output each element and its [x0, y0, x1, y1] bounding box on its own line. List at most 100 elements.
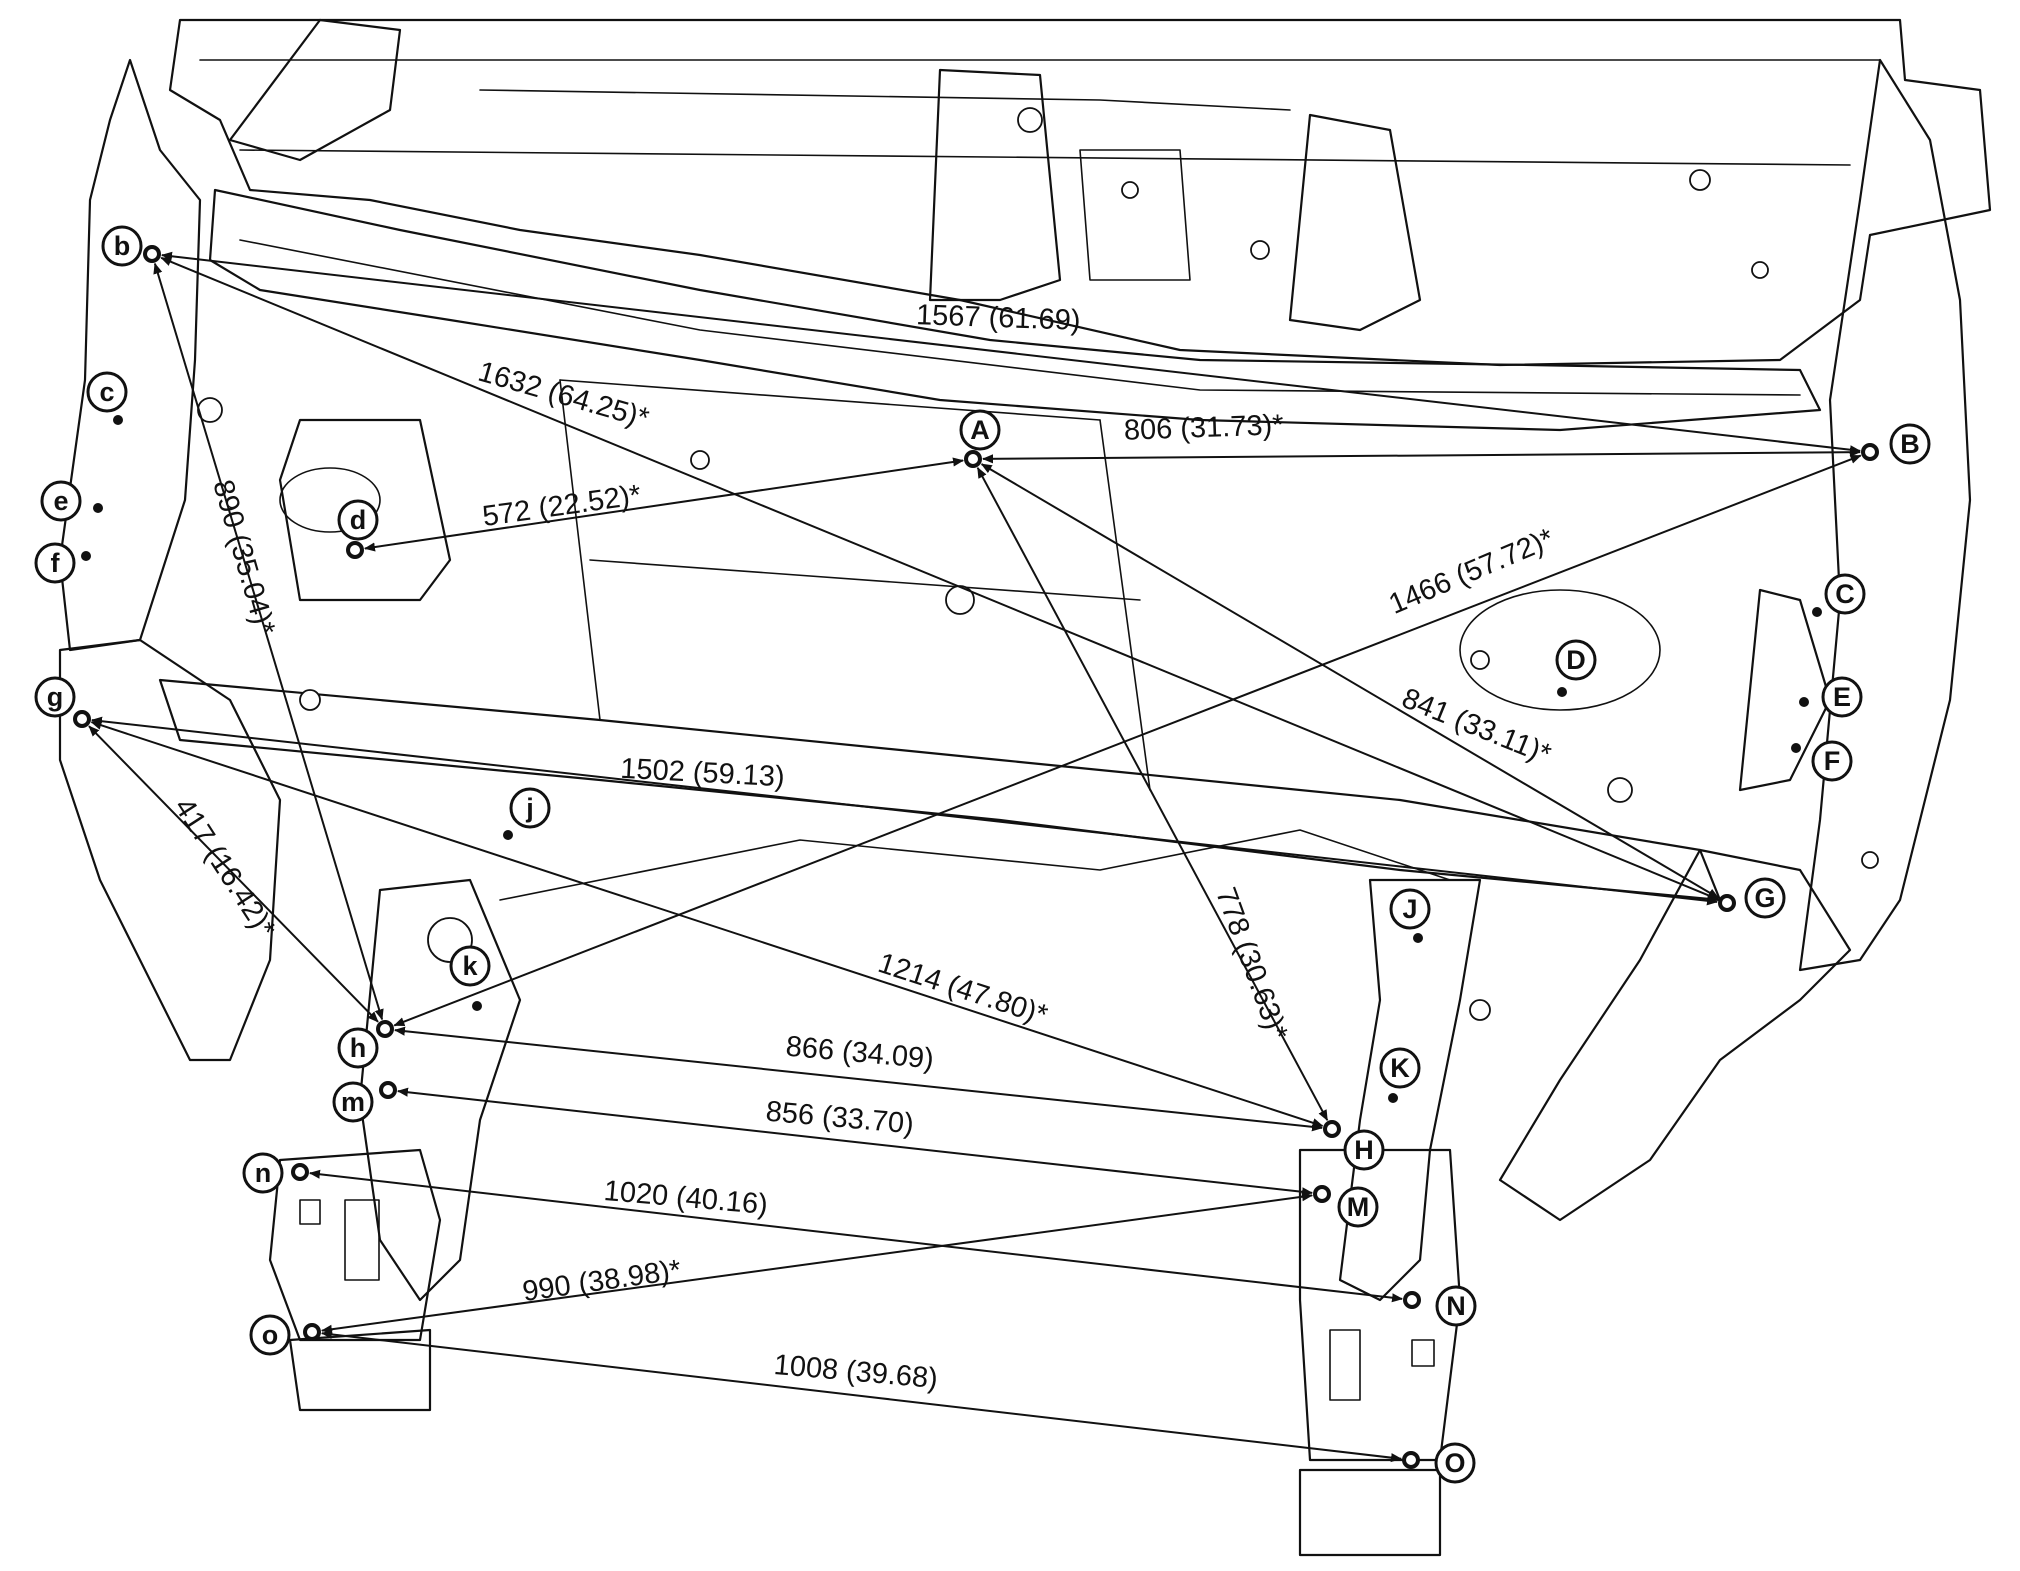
measurement-point-c-mark: [113, 415, 123, 425]
point-callout-circle: [101, 225, 143, 267]
measurement-point-M-mark: [1313, 1185, 1331, 1203]
measurement-point-D-mark: [1557, 687, 1567, 697]
point-callout-circle: [332, 1081, 374, 1123]
point-callout-N: N: [1435, 1285, 1477, 1327]
dimension-line-B-h: [393, 454, 1862, 1027]
dimension-line-A-d: [363, 457, 965, 552]
dimension-label-g-h: 417 (16.42)*: [168, 792, 282, 943]
measurement-point-E-mark: [1799, 697, 1809, 707]
dimension-line-o-O: [320, 1329, 1403, 1463]
point-callout-circle: [249, 1314, 291, 1356]
point-callout-circle: [509, 787, 551, 829]
point-callout-O: O: [1434, 1442, 1476, 1484]
point-callout-letter: B: [1900, 429, 1920, 459]
point-callout-circle: [1435, 1285, 1477, 1327]
point-callout-letter: b: [114, 231, 131, 261]
point-callout-J: J: [1389, 888, 1431, 930]
point-callout-letter: A: [970, 415, 990, 445]
point-callout-m: m: [332, 1081, 374, 1123]
point-callout-F: F: [1811, 740, 1853, 782]
point-callout-letter: f: [51, 548, 61, 578]
measurement-point-m-mark: [379, 1081, 397, 1099]
point-callout-circle: [1337, 1186, 1379, 1228]
dimension-label-b-h: 890 (35.04)*: [206, 476, 281, 638]
measurement-point-F-mark: [1791, 743, 1801, 753]
vehicle-underbody-line-art: [58, 18, 1992, 1557]
point-callout-circle: [1389, 888, 1431, 930]
point-callout-circle: [40, 480, 82, 522]
point-callout-letter: g: [47, 682, 64, 712]
point-callout-B: B: [1889, 423, 1931, 465]
point-callout-g: g: [34, 676, 76, 718]
dimension-line-o-M: [320, 1192, 1314, 1334]
dimension-line-A-H: [976, 466, 1329, 1122]
point-callout-letter: N: [1446, 1291, 1466, 1321]
point-callout-C: C: [1824, 573, 1866, 615]
point-callout-letter: c: [99, 377, 114, 407]
point-callout-letter: J: [1402, 894, 1417, 924]
point-callout-letter: K: [1390, 1053, 1410, 1083]
point-callout-letter: C: [1835, 579, 1855, 609]
dimension-line-n-N: [308, 1169, 1404, 1303]
point-callout-letter: n: [255, 1158, 272, 1188]
measurement-point-A-mark: [964, 450, 982, 468]
point-callout-letter: E: [1833, 682, 1851, 712]
point-callout-H: H: [1343, 1129, 1385, 1171]
dimension-label-h-H: 866 (34.09): [785, 1031, 936, 1076]
point-callout-letter: D: [1566, 645, 1586, 675]
dimension-label-A-H: 778 (30.63)*: [1209, 883, 1294, 1044]
point-callout-c: c: [86, 371, 128, 413]
dimension-label-o-M: 990 (38.98)*: [520, 1254, 683, 1308]
point-callout-letter: H: [1354, 1135, 1374, 1165]
dimension-line-b-B: [160, 251, 1862, 455]
point-callout-n: n: [242, 1152, 284, 1194]
measurement-point-h-mark: [376, 1020, 394, 1038]
point-callout-letter: m: [341, 1087, 365, 1117]
dimension-label-A-G: 841 (33.11)*: [1397, 682, 1555, 771]
point-callout-f: f: [34, 542, 76, 584]
point-callout-letter: G: [1754, 883, 1775, 913]
point-callout-A: A: [959, 409, 1001, 451]
point-callout-circle: [959, 409, 1001, 451]
measurement-point-C-mark: [1812, 607, 1822, 617]
point-callout-letter: h: [350, 1033, 367, 1063]
dimension-line-A-B: [982, 447, 1861, 464]
point-callout-circle: [86, 371, 128, 413]
measurement-point-K-mark: [1388, 1093, 1398, 1103]
point-callout-o: o: [249, 1314, 291, 1356]
point-callout-e: e: [40, 480, 82, 522]
point-callout-letter: o: [262, 1320, 279, 1350]
point-callout-circle: [1821, 676, 1863, 718]
dimension-label-b-B: 1567 (61.69): [916, 299, 1081, 337]
measurement-point-j-mark: [503, 830, 513, 840]
point-callout-circle: [449, 945, 491, 987]
point-callout-k: k: [449, 945, 491, 987]
point-callout-circle: [1744, 877, 1786, 919]
point-callout-circle: [1889, 423, 1931, 465]
point-callout-M: M: [1337, 1186, 1379, 1228]
measurement-point-e-mark: [93, 503, 103, 513]
measurement-point-marks: [73, 245, 1879, 1469]
measurement-point-n-mark: [291, 1163, 309, 1181]
dimension-lines: [88, 251, 1862, 1463]
measurement-point-d-mark: [346, 541, 364, 559]
point-callout-circle: [1434, 1442, 1476, 1484]
point-callout-circle: [34, 676, 76, 718]
point-callout-b: b: [101, 225, 143, 267]
point-callout-D: D: [1555, 639, 1597, 681]
point-callout-E: E: [1821, 676, 1863, 718]
measurement-point-k-mark: [472, 1001, 482, 1011]
measurement-point-J-mark: [1413, 933, 1423, 943]
point-callout-d: d: [337, 499, 379, 541]
measurement-point-N-mark: [1403, 1291, 1421, 1309]
point-callout-circle: [1379, 1047, 1421, 1089]
point-callout-circle: [1824, 573, 1866, 615]
point-callout-G: G: [1744, 877, 1786, 919]
point-callout-letter: F: [1824, 746, 1841, 776]
dimension-label-A-B: 806 (31.73)*: [1123, 409, 1284, 447]
dimension-line-g-G: [90, 716, 1719, 906]
point-callout-letter: M: [1347, 1192, 1370, 1222]
point-callout-circle: [1343, 1129, 1385, 1171]
measurement-point-G-mark: [1718, 894, 1736, 912]
point-callout-j: j: [509, 787, 551, 829]
